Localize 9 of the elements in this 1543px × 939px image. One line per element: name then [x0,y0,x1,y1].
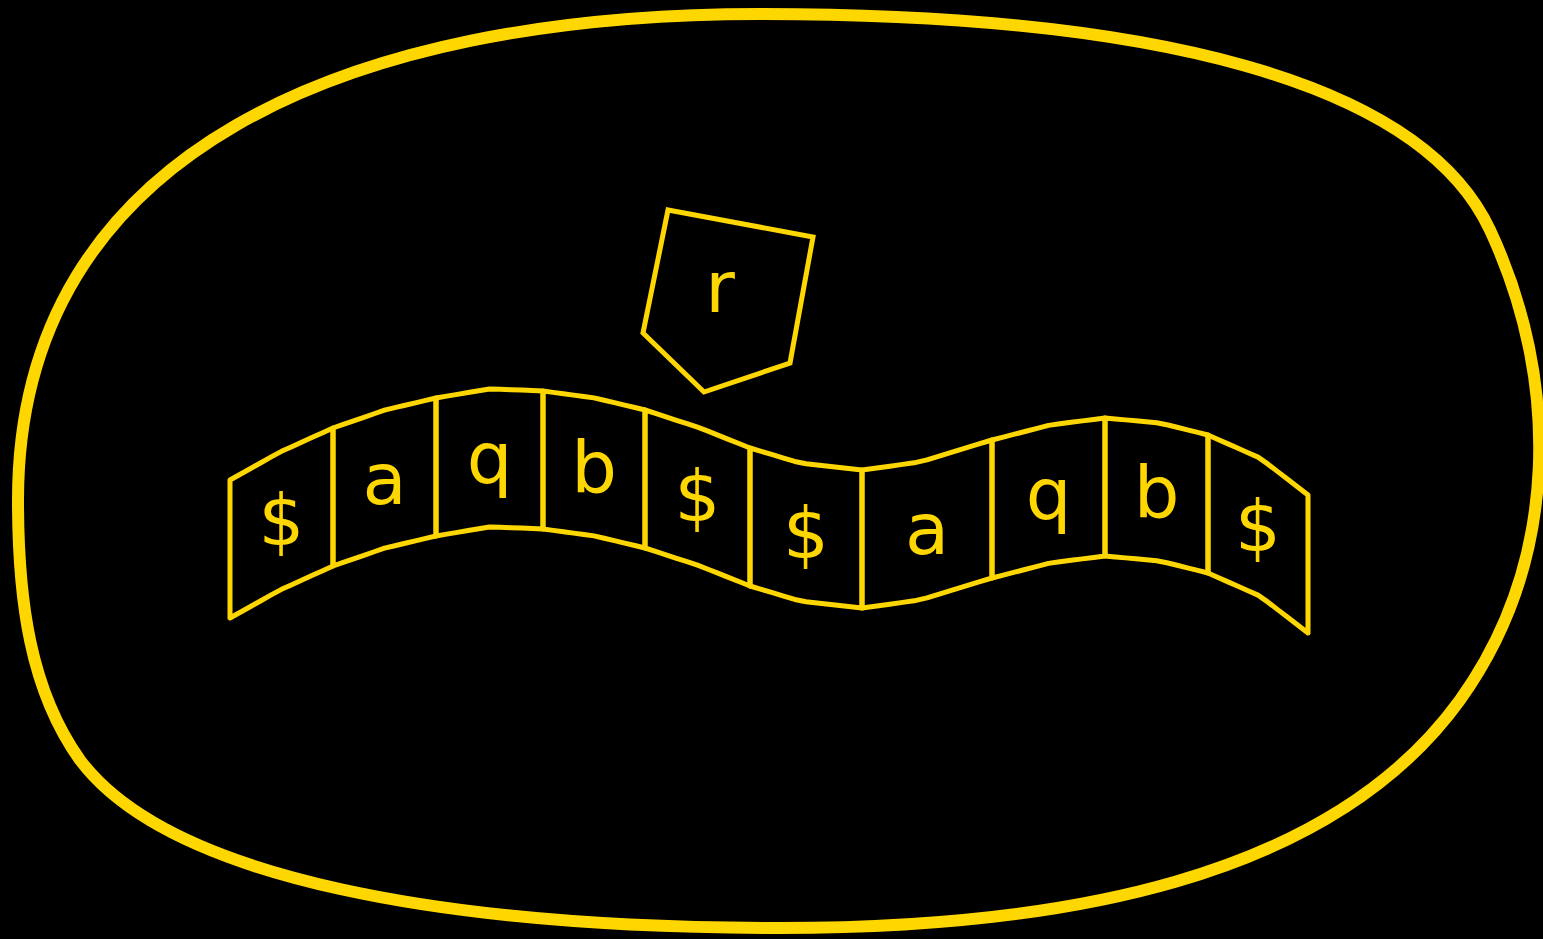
tape-symbol: b [571,430,617,503]
tape-symbol: $ [783,496,829,569]
tape-symbol: $ [674,460,721,533]
tape-symbol: a [362,443,407,516]
tape-symbol: $ [258,484,305,557]
state-label: r [705,251,735,323]
tape-symbol: $ [1235,490,1281,563]
tape-symbol: a [904,492,950,565]
tape-symbol: b [1133,455,1180,528]
